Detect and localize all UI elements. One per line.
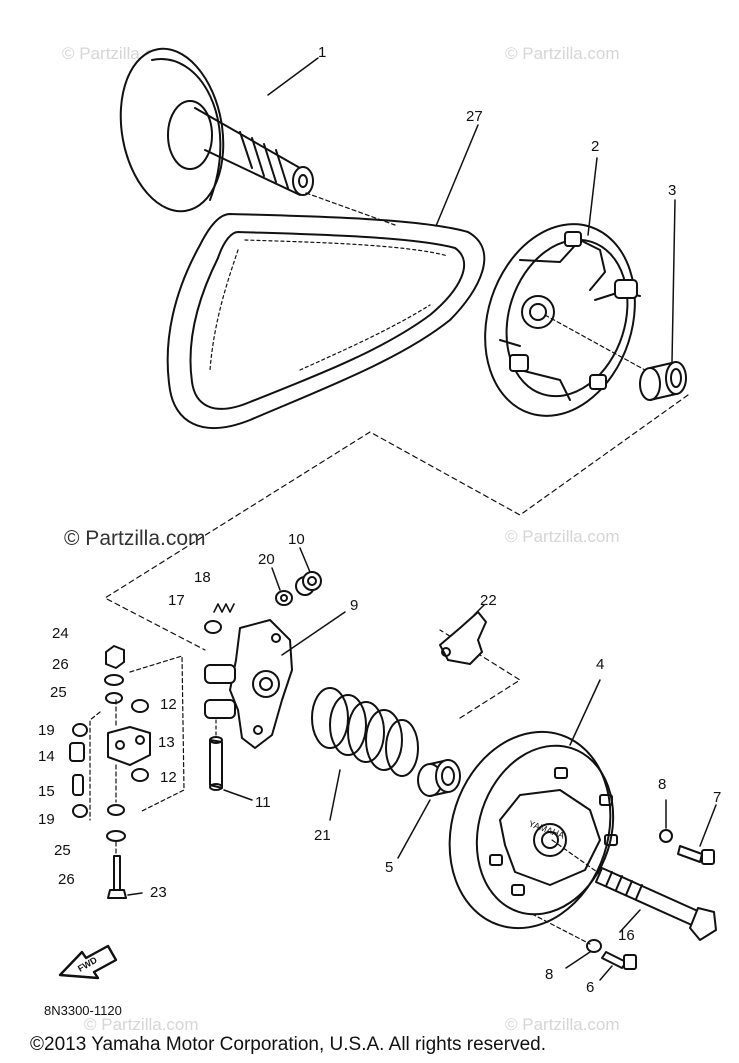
callout-23: 23 — [150, 884, 167, 901]
leader-4 — [569, 679, 601, 746]
callout-1: 1 — [318, 44, 327, 61]
part-21-spring — [311, 687, 419, 777]
watermark-top-right: © Partzilla.com — [505, 44, 620, 63]
watermark-mid-right: © Partzilla.com — [505, 527, 620, 546]
fwd-arrow-icon: FWD — [58, 944, 118, 980]
callout-9: 9 — [350, 597, 359, 614]
callout-12-upper: 12 — [160, 696, 177, 713]
leader-27 — [435, 124, 479, 227]
part-12-bushing-lower — [131, 768, 149, 782]
leader-9 — [281, 611, 346, 656]
leader-2 — [587, 157, 598, 236]
part-26-washer-lower — [106, 830, 126, 842]
part-12-bushing-upper — [131, 699, 149, 713]
callout-20: 20 — [258, 551, 275, 568]
callout-7: 7 — [713, 789, 722, 806]
callout-11: 11 — [255, 794, 271, 811]
part-2-movable-sheave — [484, 223, 641, 417]
callout-21: 21 — [314, 827, 331, 844]
part-22-cam — [439, 611, 487, 665]
left-group-outline — [89, 655, 185, 857]
part-8-washer-lower — [586, 939, 602, 953]
watermark-bottom-left: © Partzilla.com — [84, 1015, 199, 1034]
part-10-collar — [295, 571, 322, 596]
callout-2: 2 — [591, 138, 600, 155]
callout-26-upper: 26 — [52, 656, 69, 673]
callout-15: 15 — [38, 783, 55, 800]
callout-5: 5 — [385, 859, 394, 876]
leader-27b — [305, 192, 396, 226]
part-25-washer-upper — [105, 692, 123, 704]
part-17-washer — [204, 620, 222, 634]
part-1-fixed-sheave — [119, 47, 314, 213]
callout-19-upper: 19 — [38, 722, 55, 739]
part-15-pin — [72, 774, 84, 796]
callout-17: 17 — [168, 592, 185, 609]
callout-26-lower: 26 — [58, 871, 75, 888]
part-23-bolt — [107, 855, 127, 899]
part-4-cover: YAMAHA — [448, 730, 618, 930]
part-13-bracket — [107, 726, 151, 766]
copyright-footer: ©2013 Yamaha Motor Corporation, U.S.A. A… — [30, 1034, 546, 1055]
callout-25-lower: 25 — [54, 842, 71, 859]
leader-1 — [267, 57, 319, 96]
callout-19-lower: 19 — [38, 811, 55, 828]
part-5-bushing — [417, 759, 461, 797]
part-25-washer-lower — [107, 804, 125, 816]
part-11-pin — [209, 736, 223, 791]
part-6-bolt — [601, 951, 637, 970]
callout-6: 6 — [586, 979, 595, 996]
watermark-center: © Partzilla.com — [64, 527, 206, 550]
part-3-bushing — [639, 361, 687, 401]
callout-24: 24 — [52, 625, 69, 642]
callout-18: 18 — [194, 569, 211, 586]
callout-12-lower: 12 — [160, 769, 177, 786]
leader-3 — [671, 199, 676, 363]
callout-13: 13 — [158, 734, 175, 751]
part-7-bolt — [677, 845, 715, 865]
diagram-code: 8N3300-1120 — [44, 1003, 122, 1018]
part-14-collar — [69, 742, 85, 762]
callout-8-lower: 8 — [545, 966, 554, 983]
callout-22: 22 — [480, 592, 497, 609]
part-27-drive-belt — [166, 213, 486, 430]
watermark-bottom-right: © Partzilla.com — [505, 1015, 620, 1034]
part-24-nut — [105, 645, 125, 669]
part-19-cap-upper — [72, 723, 88, 737]
callout-4: 4 — [596, 656, 605, 673]
part-16-bolt — [595, 867, 717, 941]
part-20-washer — [275, 590, 293, 606]
part-8-washer-upper — [659, 829, 673, 843]
part-19-cap-lower — [72, 804, 88, 818]
part-26-washer-upper — [104, 674, 124, 686]
assembly-outline — [104, 394, 689, 719]
part-9-weight-arm — [204, 619, 293, 749]
callout-8-upper: 8 — [658, 776, 667, 793]
callout-16: 16 — [618, 927, 635, 944]
callout-3: 3 — [668, 182, 677, 199]
leader-2b — [544, 314, 646, 371]
callout-25-upper: 25 — [50, 684, 67, 701]
callout-10: 10 — [288, 531, 305, 548]
callout-14: 14 — [38, 748, 55, 765]
part-18-spring — [213, 603, 235, 613]
callout-27: 27 — [466, 108, 483, 125]
